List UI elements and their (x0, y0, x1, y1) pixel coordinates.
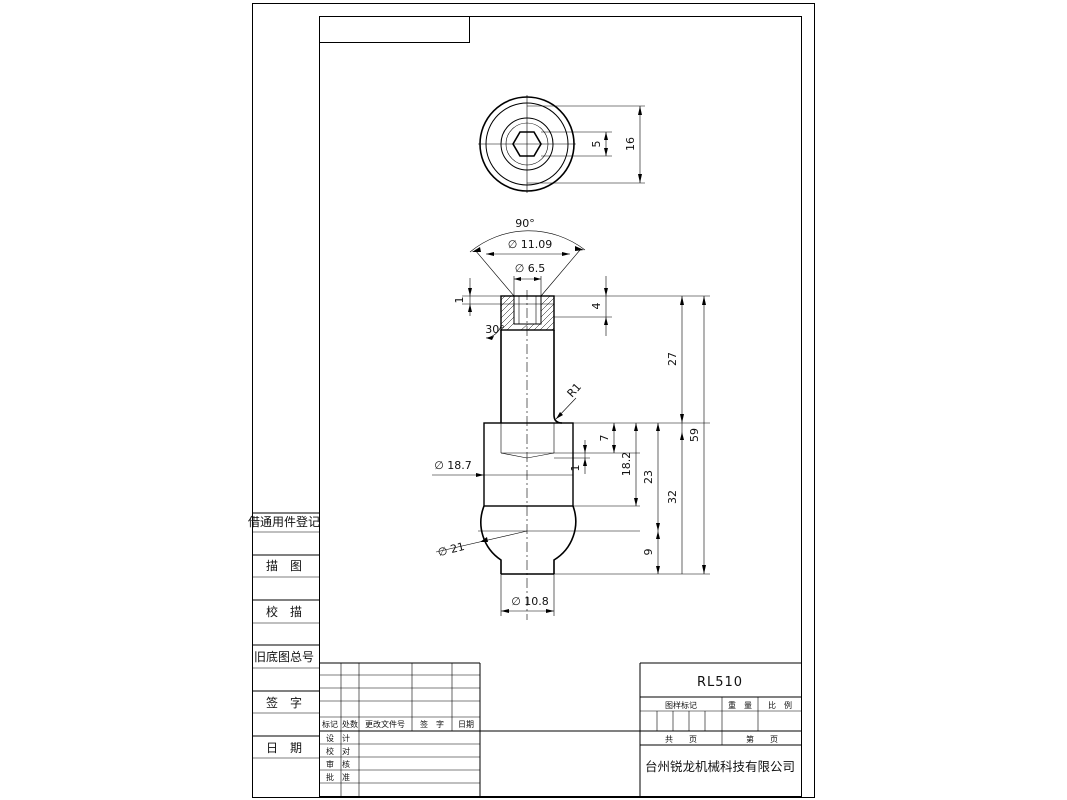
side-label-old-drawing-no: 旧底图总号 (254, 649, 314, 664)
part-number: RL510 (697, 675, 743, 690)
side-label-trace: 描 图 (266, 559, 302, 573)
dim-len-9: 9 (642, 549, 655, 556)
dim-small-1-top: 1 (453, 297, 466, 304)
total-pages-label: 共 页 (665, 735, 697, 744)
dim-dia-6-5: ∅ 6.5 (515, 262, 546, 275)
dim-chamfer-30: 30° (485, 323, 505, 336)
rev-header-mark: 标记 (322, 719, 338, 729)
top-view: 5 16 (478, 95, 645, 193)
top-corner-box (319, 16, 470, 43)
dim-dia-18-7: ∅ 18.7 (434, 459, 472, 472)
role-design: 设 计 (326, 733, 350, 743)
dim-angle-90: 90° (515, 217, 535, 230)
drawing-mark-label: 图样标记 (665, 700, 697, 710)
side-label-check-trace: 校 描 (266, 604, 302, 619)
side-label-signature: 签 字 (266, 695, 302, 710)
rev-header-count: 处数 (342, 719, 358, 729)
dim-len-23: 23 (642, 470, 655, 484)
role-check: 校 对 (326, 746, 350, 756)
outer-border (252, 3, 815, 798)
side-panel: 借通用件登记 描 图 校 描 旧底图总号 签 字 日 期 (248, 512, 320, 759)
dim-dia-21: ∅ 21 (436, 540, 465, 559)
dim-len-7: 7 (598, 435, 611, 442)
role-approve: 批 准 (326, 772, 350, 782)
dim-top-16: 16 (624, 137, 637, 151)
dim-len-18-2: 18.2 (620, 452, 633, 477)
dim-len-32: 32 (666, 490, 679, 504)
revision-table: 标记 处数 更改文件号 签 字 日期 设 计 校 对 审 核 批 准 (319, 662, 801, 796)
front-view: 90° ∅ 11.09 ∅ 6.5 1 30° 4 R1 (432, 217, 710, 620)
company-name: 台州锐龙机械科技有限公司 (645, 759, 795, 774)
page-label: 第 页 (746, 734, 778, 744)
inner-frame (319, 16, 802, 797)
side-label-borrow: 借通用件登记 (248, 514, 320, 529)
title-block: RL510 图样标记 重 量 比 例 共 页 第 页 台州锐龙机械科技有限公司 (639, 662, 801, 796)
weight-label: 重 量 (728, 700, 752, 710)
dim-fillet-r1: R1 (565, 380, 584, 400)
dim-depth-4: 4 (590, 303, 603, 310)
dim-len-59: 59 (688, 428, 701, 442)
role-review: 审 核 (326, 759, 350, 769)
dim-len-1: 1 (569, 465, 582, 472)
rev-header-signature: 签 字 (420, 719, 444, 729)
dim-len-27: 27 (666, 352, 679, 366)
rev-header-change-doc: 更改文件号 (365, 719, 405, 729)
rev-header-date: 日期 (458, 720, 474, 729)
side-label-date: 日 期 (266, 741, 302, 755)
head-section (500, 295, 555, 331)
dim-dia-10-8: ∅ 10.8 (511, 595, 549, 608)
dim-top-5: 5 (590, 141, 603, 148)
dim-dia-11-09: ∅ 11.09 (508, 238, 553, 251)
scale-label: 比 例 (768, 700, 792, 710)
